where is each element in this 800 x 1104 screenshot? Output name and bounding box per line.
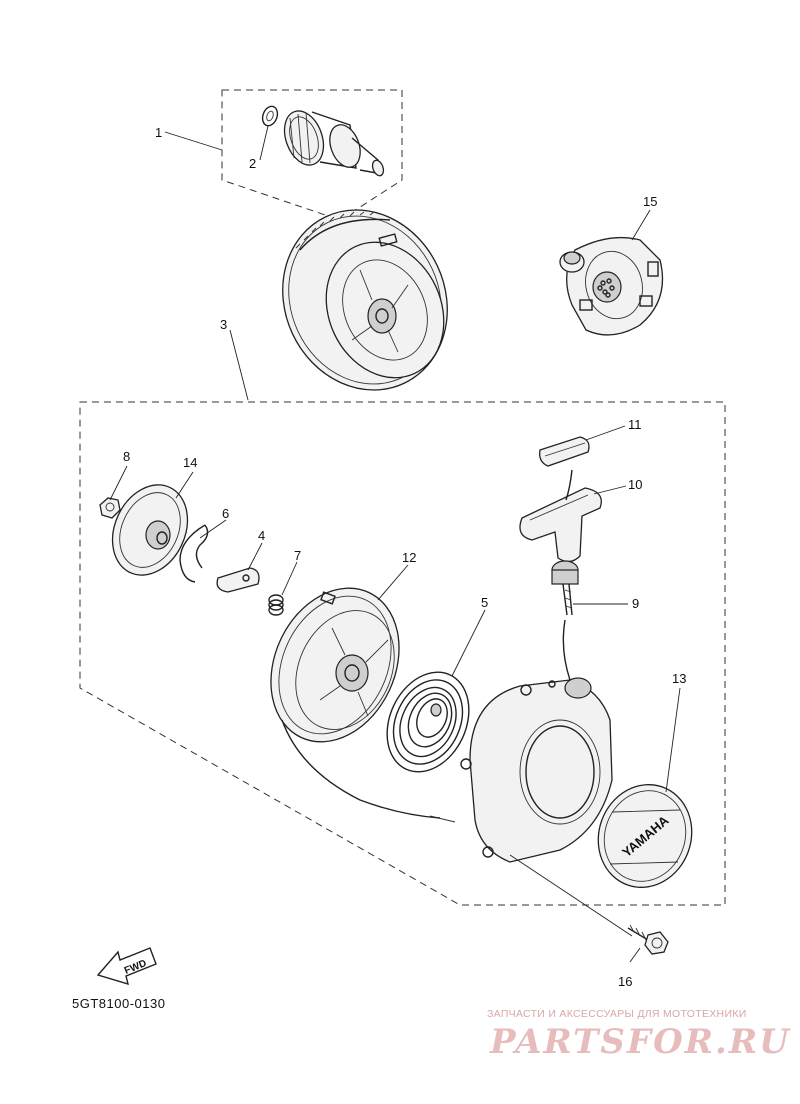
fwd-arrow-icon: FWD: [96, 947, 157, 986]
callout-8: 8: [123, 449, 130, 464]
figure-code: 5GT8100-0130: [72, 996, 166, 1011]
callout-2: 2: [249, 156, 256, 171]
part-3-flywheel: [282, 209, 448, 391]
starter-rope: [281, 619, 571, 819]
starter-case: [460, 677, 613, 863]
callout-1: 1: [155, 125, 162, 140]
watermark-tagline: ЗАПЧАСТИ И АКСЕССУАРЫ ДЛЯ МОТОТЕХНИКИ: [487, 1008, 747, 1020]
callout-10: 10: [628, 477, 642, 492]
part-14-plate: [111, 484, 189, 576]
part-10-handle: [519, 469, 602, 585]
callout-4: 4: [258, 528, 265, 543]
callout-6: 6: [222, 506, 229, 521]
part-6-spring-clip: [179, 524, 209, 583]
part-7-spring: [268, 594, 284, 616]
callout-12: 12: [402, 550, 416, 565]
part-8-nut: [99, 497, 121, 519]
callout-16: 16: [618, 974, 632, 989]
callout-11: 11: [628, 417, 642, 432]
callout-9: 9: [632, 596, 639, 611]
part-15-drive-cup: [559, 236, 664, 336]
leader-lines: [109, 125, 681, 963]
part-5-recoil-spring: [386, 671, 470, 773]
callout-numbers: 1 2 3 15 8 14 6 4 7 12 5 11 10 9 13 16: [123, 125, 686, 989]
callout-3: 3: [220, 317, 227, 332]
callout-13: 13: [672, 671, 686, 686]
recoil-assembly-outline: [79, 401, 726, 906]
part-13-emblem-cover: YAMAHA: [597, 784, 693, 888]
callout-5: 5: [481, 595, 488, 610]
callout-14: 14: [183, 455, 197, 470]
assembly-1-outline: [221, 89, 403, 221]
part-12-reel: [270, 587, 400, 743]
part-11-handle-cap: [539, 436, 590, 467]
part-9-rope: [562, 583, 573, 616]
fwd-arrow-label: FWD: [123, 958, 148, 977]
part-16-bolt: [627, 924, 669, 955]
starter-drive-gear: [283, 110, 385, 177]
part-2-washer: [261, 105, 279, 127]
watermark-logo: PARTSFOR.RU: [490, 1022, 791, 1062]
callout-7: 7: [294, 548, 301, 563]
callout-15: 15: [643, 194, 657, 209]
part-4-pawl: [216, 567, 260, 593]
